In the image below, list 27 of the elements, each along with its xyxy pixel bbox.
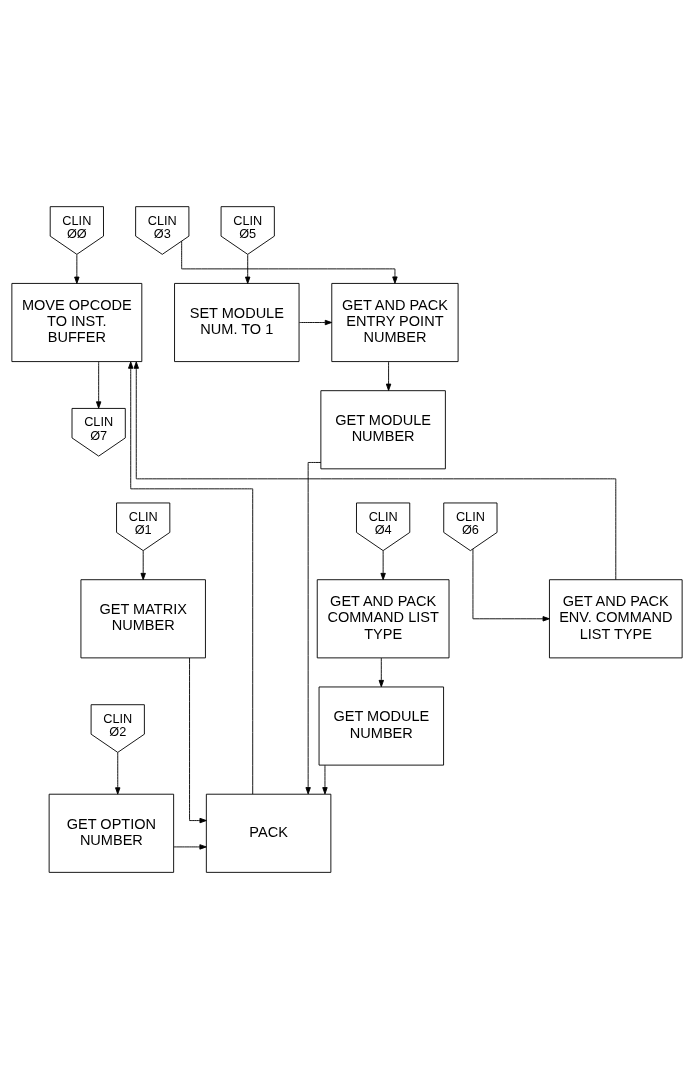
arrow bbox=[173, 843, 207, 850]
node-box: GET MODULE NUMBER bbox=[318, 686, 445, 766]
node-box: GET OPTION NUMBER bbox=[48, 793, 175, 873]
arrow bbox=[133, 361, 617, 580]
node-box: GET AND PACK COMMAND LIST TYPE bbox=[316, 578, 450, 658]
node-box: PACK bbox=[205, 793, 332, 873]
arrow bbox=[95, 360, 102, 409]
node-box: MOVE OPCODE TO INST. BUFFER bbox=[11, 282, 143, 362]
node-box: SET MODULE NUM. TO 1 bbox=[174, 282, 300, 362]
arrow bbox=[378, 657, 384, 687]
arrow bbox=[115, 751, 121, 795]
arrow bbox=[322, 764, 328, 794]
arrow bbox=[385, 360, 392, 391]
node-box: GET MATRIX NUMBER bbox=[80, 578, 206, 658]
node-box: GET MODULE NUMBER bbox=[320, 389, 446, 469]
arrow bbox=[472, 548, 550, 621]
node-box: GET AND PACK ENTRY POINT NUMBER bbox=[331, 282, 459, 362]
arrow bbox=[380, 549, 386, 580]
arrow bbox=[189, 657, 207, 823]
arrow bbox=[181, 240, 398, 284]
node-box: GET AND PACK ENV. COMMAND LIST TYPE bbox=[549, 578, 683, 658]
arrow bbox=[128, 360, 254, 795]
arrow bbox=[305, 461, 322, 794]
arrow bbox=[74, 253, 80, 284]
arrow bbox=[245, 253, 251, 284]
arrow bbox=[298, 319, 333, 325]
arrow bbox=[140, 549, 146, 580]
